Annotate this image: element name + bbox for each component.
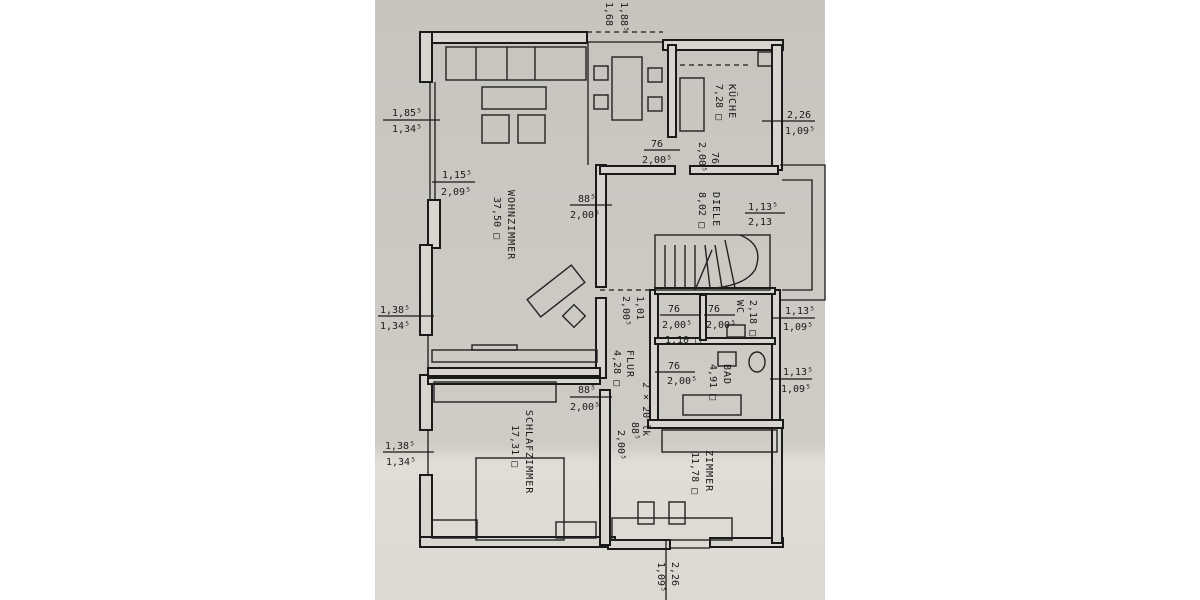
dim-wc-door-1-w: 76 <box>668 304 680 315</box>
dimension-labels: 1,68 1,88⁵ 1,85⁵ 1,34⁵ 1,15⁵ 2,09⁵ 1,38⁵… <box>378 2 815 600</box>
room-area-kueche: 7,28 □ <box>713 84 724 120</box>
dim-kueche-door-1-h: 2,00⁵ <box>642 155 672 166</box>
dim-top-1: 1,68 <box>603 2 614 26</box>
room-name-bad: BAD <box>721 364 732 385</box>
dim-heating: 2 × 20 lk <box>640 382 651 436</box>
dim-kueche-door-2-h: 2,00⁵ <box>696 142 707 172</box>
room-area-zimmer: 11,78 □ <box>689 452 700 494</box>
dim-wohn-door-w: 1,15⁵ <box>442 170 472 181</box>
room-name-flur: FLUR <box>624 350 635 378</box>
dim-zimmer-door-w: 88⁵ <box>629 422 640 440</box>
dim-diele-door-h: 2,00⁵ <box>570 210 600 221</box>
dim-kueche-door-1-w: 76 <box>651 139 663 150</box>
dim-diele-door-w: 88⁵ <box>578 194 596 205</box>
room-name-zimmer: ZIMMER <box>703 450 714 492</box>
dim-flur-opening-w: 1,01 <box>634 296 645 320</box>
dim-kueche-window-h: 1,09⁵ <box>785 126 815 137</box>
windows-and-lines <box>427 31 826 549</box>
dim-diele-entry-w: 1,13⁵ <box>748 202 778 213</box>
dim-wohn-window-1-h: 1,34⁵ <box>392 124 422 135</box>
dim-schlaf-door-w: 88⁵ <box>578 385 596 396</box>
dim-zimmer-window-w: 2,26 <box>669 562 680 586</box>
room-area-bad: 4,91 □ <box>707 364 718 400</box>
room-area-small: 1,10 □ <box>665 335 701 346</box>
dim-wc-door-2-h: 2,00⁵ <box>706 320 736 331</box>
dim-bad-window-w: 1,13⁵ <box>783 367 813 378</box>
dim-diele-entry-h: 2,13 <box>748 217 772 228</box>
room-area-wohnzimmer: 37,50 □ <box>491 197 502 239</box>
dim-kueche-door-2-w: 76 <box>709 152 720 164</box>
dim-wc-window-h: 1,09⁵ <box>783 322 813 333</box>
room-name-diele: DIELE <box>710 192 721 227</box>
dim-bad-door-h: 2,00⁵ <box>667 376 697 387</box>
dim-wc-door-1-h: 2,00⁵ <box>662 320 692 331</box>
staircase <box>654 234 771 291</box>
dim-wc-window-w: 1,13⁵ <box>785 306 815 317</box>
walls <box>419 31 784 550</box>
dim-wohn-window-2-w: 1,38⁵ <box>380 305 410 316</box>
furniture <box>431 46 778 541</box>
dim-wohn-window-2-h: 1,34⁵ <box>380 321 410 332</box>
room-area-schlafzimmer: 17,31 □ <box>509 425 520 467</box>
dim-wc-door-2-w: 76 <box>708 304 720 315</box>
room-area-diele: 8,02 □ <box>696 192 707 228</box>
dim-wohn-door-h: 2,09⁵ <box>441 187 471 198</box>
dim-wohn-window-1-w: 1,85⁵ <box>392 108 422 119</box>
room-name-schlafzimmer: SCHLAFZIMMER <box>523 410 534 494</box>
dim-kueche-window-w: 2,26 <box>787 110 811 121</box>
dim-top-2: 1,88⁵ <box>618 2 629 32</box>
dim-schlaf-window-h: 1,34⁵ <box>386 457 416 468</box>
dim-bad-window-h: 1,09⁵ <box>781 384 811 395</box>
dim-schlaf-window-w: 1,38⁵ <box>385 441 415 452</box>
dim-zimmer-window-h: 1,09⁵ <box>655 562 666 592</box>
dim-flur-opening-h: 2,00⁵ <box>620 296 631 326</box>
room-labels: WOHNZIMMER 37,50 □ KÜCHE 7,28 □ DIELE 8,… <box>491 84 758 494</box>
room-area-wc: 2,18 □ <box>747 300 758 336</box>
room-name-wohnzimmer: WOHNZIMMER <box>505 190 516 260</box>
room-name-wc: WC <box>734 300 745 314</box>
room-name-kueche: KÜCHE <box>726 84 739 119</box>
dim-bad-door-w: 76 <box>668 361 680 372</box>
room-area-flur: 4,28 □ <box>611 350 622 386</box>
dim-zimmer-door-h: 2,00⁵ <box>615 430 626 460</box>
dim-schlaf-door-h: 2,00⁵ <box>570 402 600 413</box>
